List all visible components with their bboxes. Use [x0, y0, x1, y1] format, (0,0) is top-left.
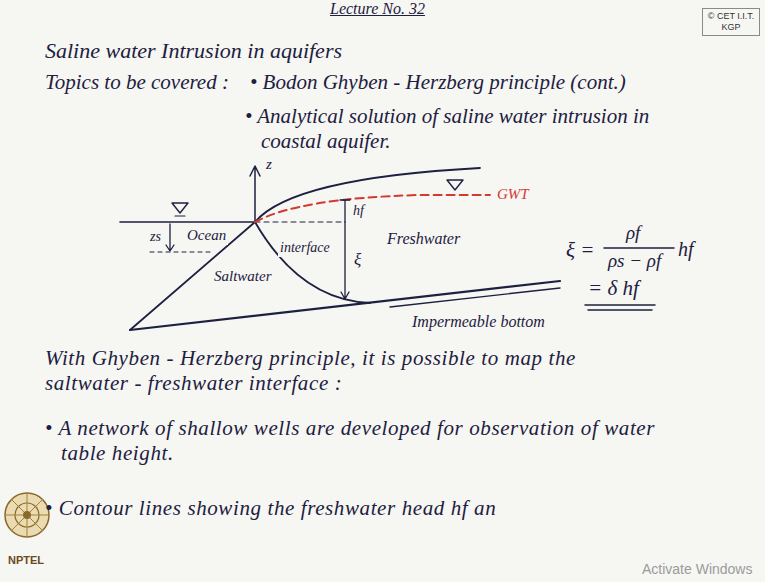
region-label: Ocean: [185, 227, 228, 245]
nptel-logo: [5, 493, 49, 537]
interface-curve: [255, 222, 370, 303]
equation-numerator: ρf: [626, 222, 640, 244]
note-text: With Ghyben - Herzberg principle, it is …: [45, 346, 655, 396]
logo-center: [23, 511, 31, 519]
dimension-label: zs: [148, 229, 163, 246]
region-label: Freshwater: [385, 230, 462, 249]
fraction-bar: [604, 247, 674, 249]
logo-text: NPTEL: [8, 554, 44, 567]
equation-term: hf: [678, 238, 694, 262]
depth-dimension: [341, 222, 349, 299]
watermark: Activate Windows: [642, 561, 752, 578]
boundary-label: Impermeable bottom: [410, 313, 547, 332]
topics-heading: Topics to be covered :: [45, 70, 229, 95]
logo-petals: [5, 493, 49, 537]
equation-term: ξ =: [566, 238, 594, 263]
bullet-note: • Contour lines showing the freshwater h…: [45, 496, 496, 521]
dimension-label: ξ: [352, 250, 363, 270]
depth-marker: [150, 251, 214, 252]
impermeable-bottom-line: [390, 288, 560, 307]
water-level-symbol: [172, 203, 188, 213]
sea-level-line: [120, 221, 255, 223]
dimension-label: hf: [351, 203, 366, 220]
double-underline: [585, 305, 655, 310]
badge-text: © CET I.I.T. KGP: [707, 11, 755, 33]
z-axis: [250, 166, 260, 222]
head-dimension: [340, 200, 350, 222]
sea-level-extension: [255, 221, 345, 222]
region-label: interface: [278, 240, 332, 257]
bullet-note: • A network of shallow wells are develop…: [45, 416, 671, 466]
lecture-title: Lecture No. 32: [330, 0, 425, 19]
copyright-badge: © CET I.I.T. KGP: [702, 8, 760, 36]
water-table-label: GWT: [495, 186, 531, 204]
groundwater-table: [255, 195, 490, 222]
axis-label: z: [264, 156, 274, 174]
depth-arrow: [166, 224, 174, 251]
logo-ring: [5, 493, 49, 537]
equation-result: = δ hf: [588, 276, 639, 301]
water-table-symbol: [447, 180, 463, 190]
region-label: Saltwater: [212, 268, 274, 286]
equation-denominator: ρs − ρf: [608, 250, 661, 272]
topic-item: • Analytical solution of saline water in…: [245, 104, 691, 154]
water-level-tick: [175, 215, 185, 216]
topic-item: • Bodon Ghyben - Herzberg principle (con…: [250, 70, 626, 95]
heading: Saline water Intrusion in aquifers: [45, 38, 342, 64]
